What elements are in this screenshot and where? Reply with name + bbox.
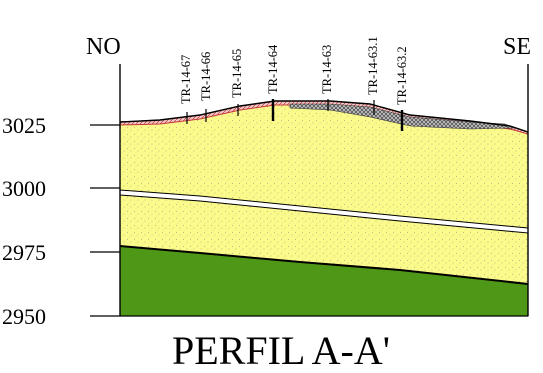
elevation-label-2950: 2950 [2, 304, 46, 329]
profile-caption: PERFIL A-A' [172, 328, 390, 373]
sand-unit-upper [120, 101, 528, 284]
borehole-label-tr-14-66: TR-14-66 [199, 52, 213, 101]
southeast-label: SE [503, 34, 531, 60]
northwest-label: NO [86, 34, 121, 60]
elevation-label-2975: 2975 [2, 240, 46, 265]
elevation-label-3025: 3025 [2, 113, 46, 138]
bedrock-top-line [119, 245, 529, 285]
borehole-label-tr-14-64: TR-14-64 [266, 44, 280, 94]
borehole-label-tr-14-63-2: TR-14-63.2 [395, 46, 409, 105]
borehole-label-tr-14-63-1: TR-14-63.1 [366, 36, 380, 95]
borehole-label-tr-14-63: TR-14-63 [320, 45, 334, 94]
borehole-markers [186, 99, 404, 131]
elevation-label-3000: 3000 [2, 176, 46, 201]
borehole-label-tr-14-67: TR-14-67 [179, 55, 193, 104]
borehole-label-tr-14-65: TR-14-65 [230, 49, 244, 98]
